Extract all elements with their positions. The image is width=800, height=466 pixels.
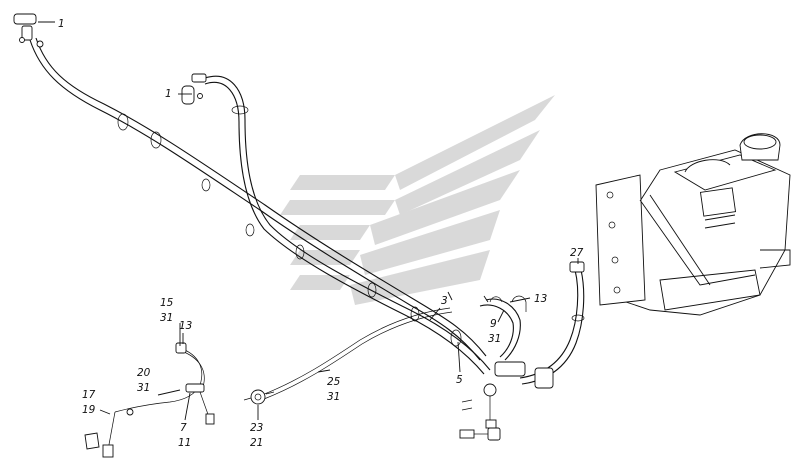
callout-20: 20 [137, 367, 151, 379]
callout-15: 15 [160, 297, 174, 309]
hose-long [29, 37, 487, 361]
fuel-tank [595, 133, 791, 316]
callout-31-left-mid: 31 [137, 382, 150, 394]
callout-1-mid: 1 [165, 88, 172, 100]
callout-5: 5 [456, 374, 463, 386]
callout-labels: 1 1 3 5 13 9 31 27 15 31 13 20 31 17 19 … [58, 18, 584, 449]
callout-1-top: 1 [58, 18, 65, 30]
callout-11: 11 [178, 437, 191, 449]
leader-lines [38, 21, 579, 421]
callout-9: 9 [490, 318, 497, 330]
clip-parts-13 [489, 295, 527, 312]
callout-31-left-top: 31 [160, 312, 173, 324]
connector-part-1-mid [181, 73, 207, 105]
callout-23: 23 [250, 422, 263, 434]
watermark-logo [280, 95, 555, 305]
hose-27 [519, 261, 585, 385]
callout-3: 3 [441, 295, 448, 307]
callout-17: 17 [82, 389, 96, 401]
junction-assembly [459, 298, 554, 441]
pipe-clamps [117, 105, 462, 347]
callout-13-right: 13 [534, 293, 547, 305]
callout-31-bottom: 31 [327, 391, 340, 403]
callout-31-right: 31 [488, 333, 501, 345]
callout-21: 21 [250, 437, 263, 449]
callout-7: 7 [180, 422, 187, 434]
callout-25: 25 [327, 376, 341, 388]
callout-27: 27 [570, 247, 584, 259]
callout-13-left: 13 [179, 320, 192, 332]
callout-19: 19 [82, 404, 96, 416]
connector-part-1-top [13, 13, 44, 48]
hose-upper [204, 75, 491, 375]
sensor-line-25 [243, 307, 453, 405]
sensor-harness-left [84, 342, 215, 458]
